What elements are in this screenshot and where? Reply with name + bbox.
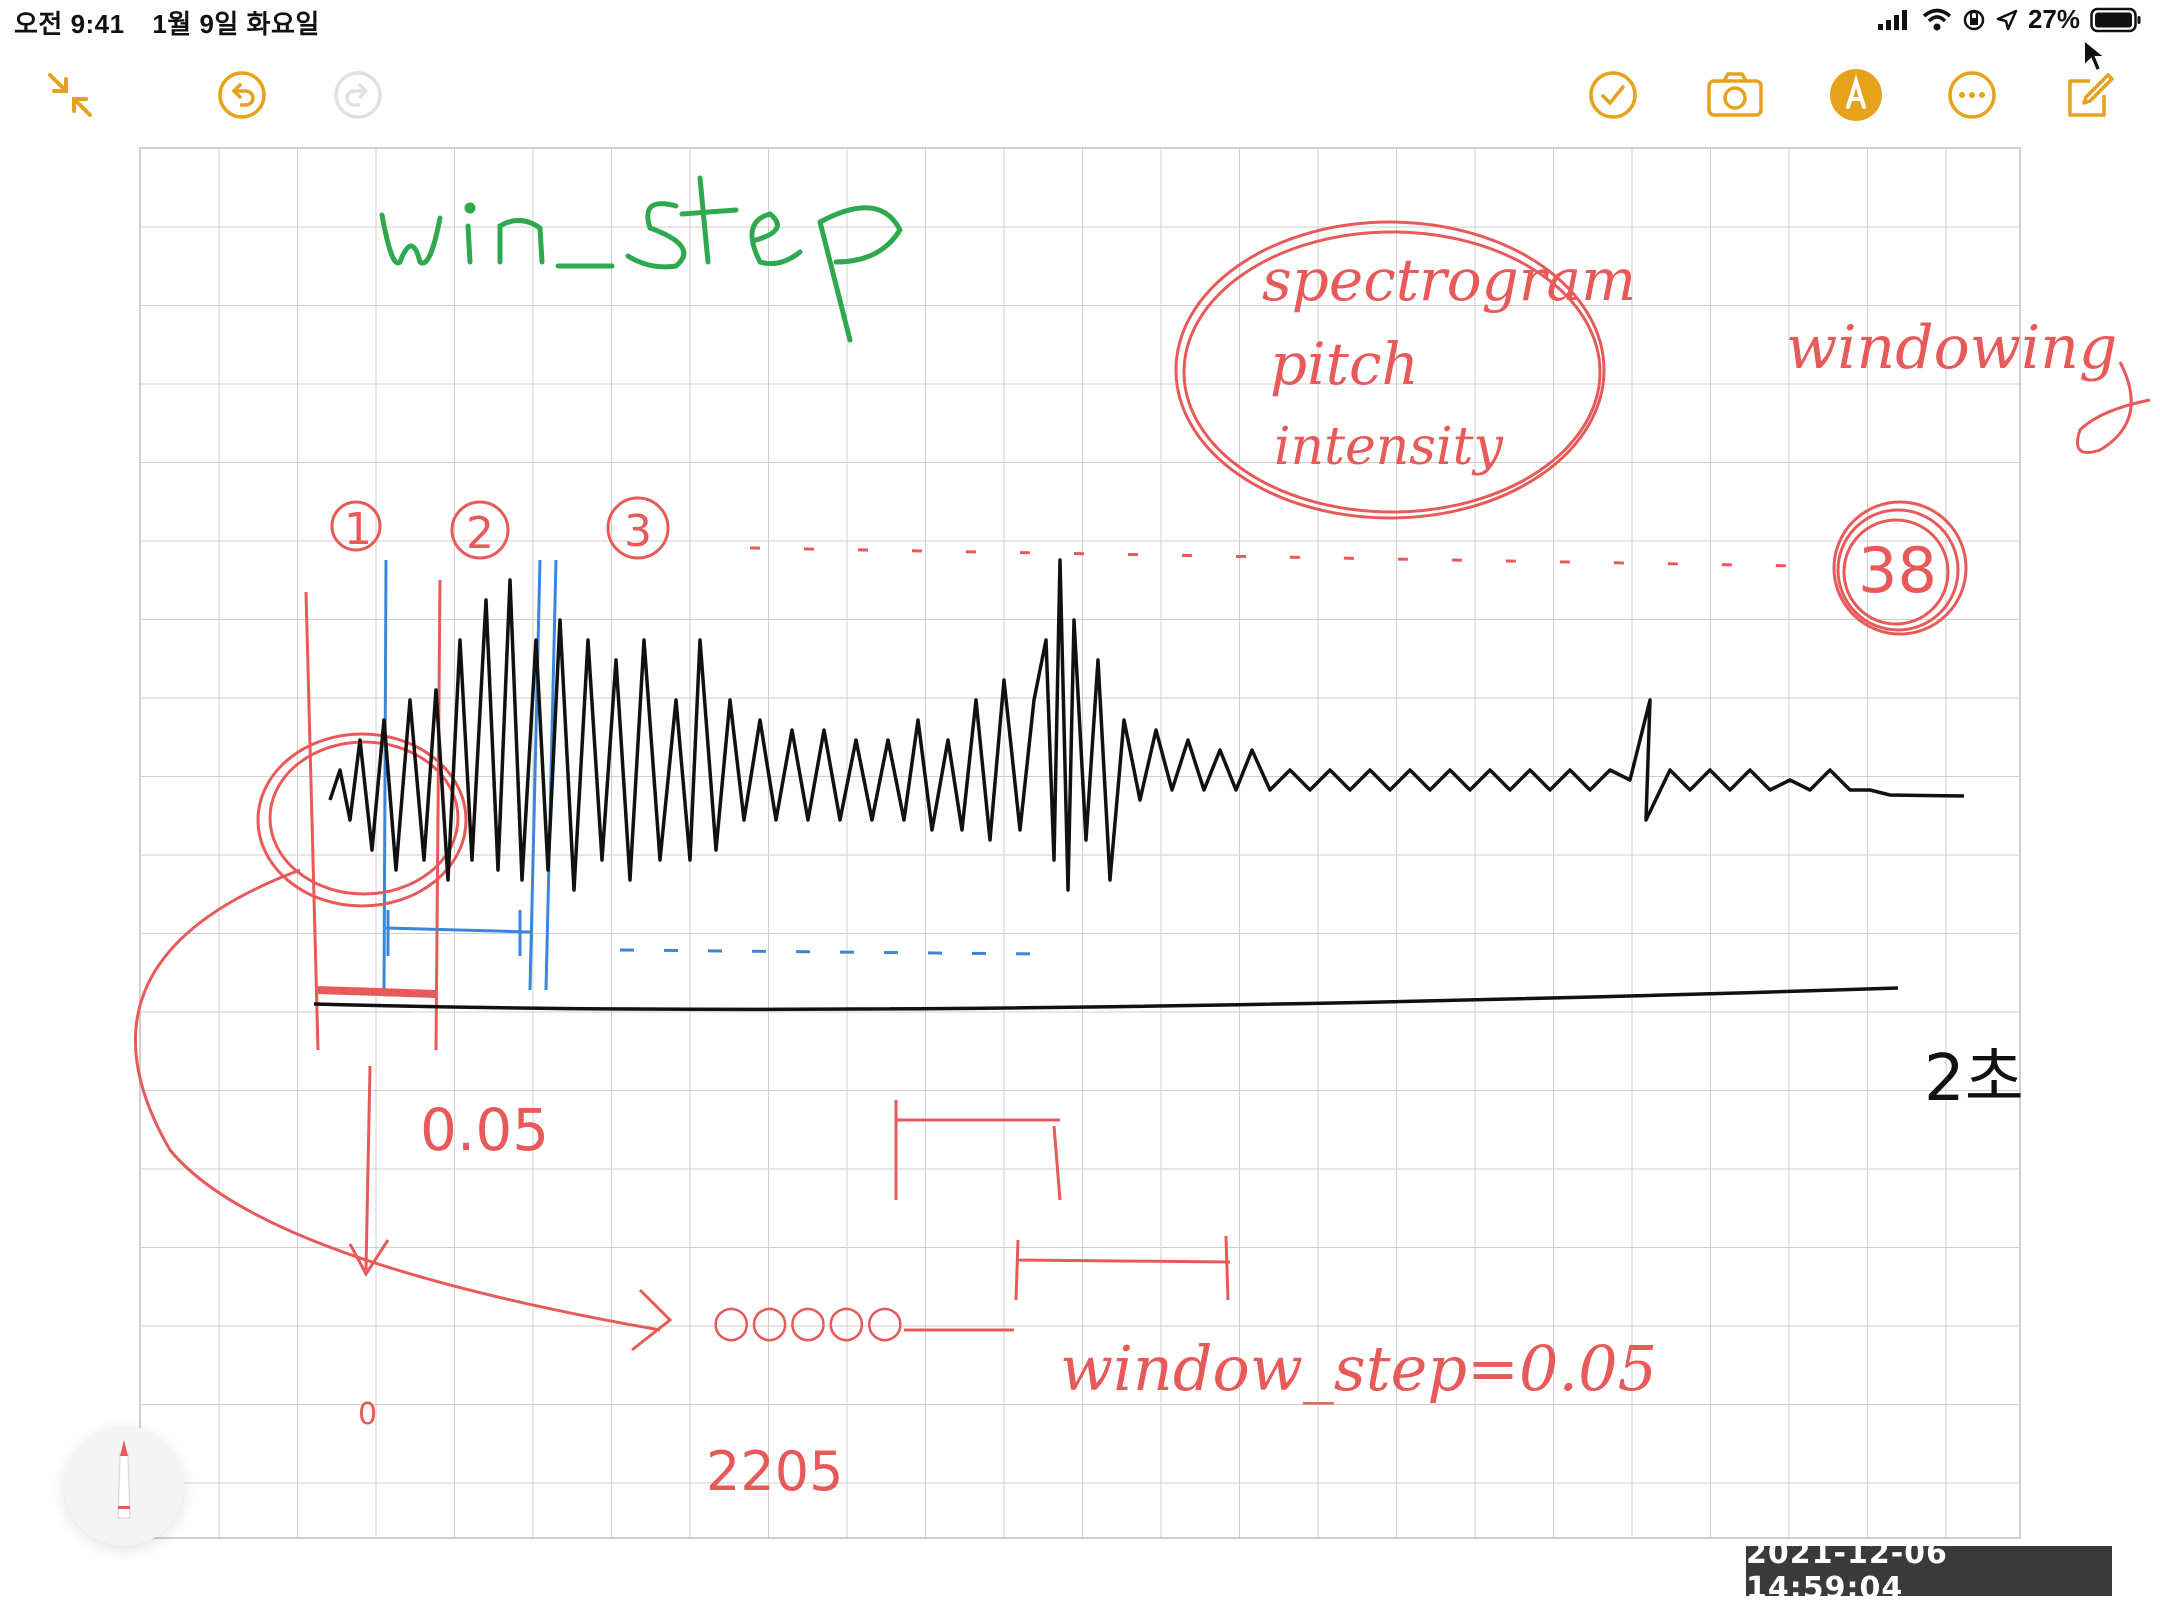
- sample-count-label: 2205: [706, 1440, 843, 1503]
- collapse-icon: [48, 73, 92, 117]
- location-icon: [1996, 9, 2018, 30]
- collapse-button[interactable]: [30, 55, 110, 135]
- battery-percent: 27%: [2027, 4, 2080, 34]
- status-time: 오전 9:41: [14, 9, 125, 39]
- battery-icon: [2090, 7, 2141, 32]
- compose-icon: [2068, 73, 2114, 117]
- undo-button[interactable]: [202, 55, 282, 135]
- windowing-curl: [2076, 361, 2151, 454]
- origin-label: 0: [358, 1397, 377, 1432]
- recording-timestamp: 2021-12-06 14:59:04: [1746, 1536, 2112, 1606]
- camera-icon: [1707, 72, 1763, 117]
- term-spectrogram: spectrogram: [1262, 246, 1636, 314]
- checklist-button[interactable]: [1573, 55, 1653, 135]
- window-step-label: window_step=0.05: [1060, 1332, 1657, 1405]
- term-pitch: pitch: [1270, 330, 1419, 398]
- waveform: [328, 558, 1965, 892]
- status-bar: 오전 9:41 1월 9일 화요일 27%: [0, 0, 2160, 44]
- sample-dots: ○○○○○: [712, 1296, 904, 1347]
- window-number-3: 3: [624, 506, 652, 557]
- lock-rotation-icon: [1963, 9, 1985, 30]
- duration-label: 2초: [1924, 1042, 2024, 1116]
- markup-icon: [1830, 69, 1882, 121]
- more-icon: [1948, 71, 1996, 119]
- red-arrow-annotation: [134, 732, 1231, 1352]
- camera-button[interactable]: [1695, 55, 1775, 135]
- signal-icon: [1877, 9, 1907, 30]
- window-number-2: 2: [466, 508, 494, 559]
- term-intensity: intensity: [1274, 417, 1503, 477]
- undo-icon: [218, 71, 266, 119]
- status-left: 오전 9:41 1월 9일 화요일: [14, 4, 340, 41]
- pencil-icon: [117, 1440, 131, 1519]
- markup-button[interactable]: [1816, 55, 1896, 135]
- title-win-step: [379, 175, 903, 343]
- mouse-cursor-icon: [2083, 38, 2108, 73]
- window-size-label: 0.05: [420, 1096, 549, 1164]
- redo-button[interactable]: [318, 55, 398, 135]
- status-right: 27%: [1876, 4, 2142, 35]
- redo-icon: [334, 71, 382, 119]
- status-date: 1월 9일 화요일: [152, 9, 320, 39]
- time-axis: [313, 986, 1899, 1012]
- window-number-1: 1: [344, 504, 372, 555]
- checklist-icon: [1589, 71, 1637, 119]
- side-term-windowing: windowing: [1786, 313, 2117, 383]
- more-button[interactable]: [1932, 55, 2012, 135]
- toolbar: [0, 55, 2160, 135]
- compose-button[interactable]: [2050, 55, 2130, 135]
- pencil-tool-button[interactable]: [64, 1426, 184, 1546]
- red-circle-note: spectrogram pitch intensity: [1174, 220, 1636, 520]
- window-number-38: 38: [1858, 534, 1937, 607]
- window-numbers: [330, 496, 1968, 636]
- wifi-icon: [1922, 8, 1952, 30]
